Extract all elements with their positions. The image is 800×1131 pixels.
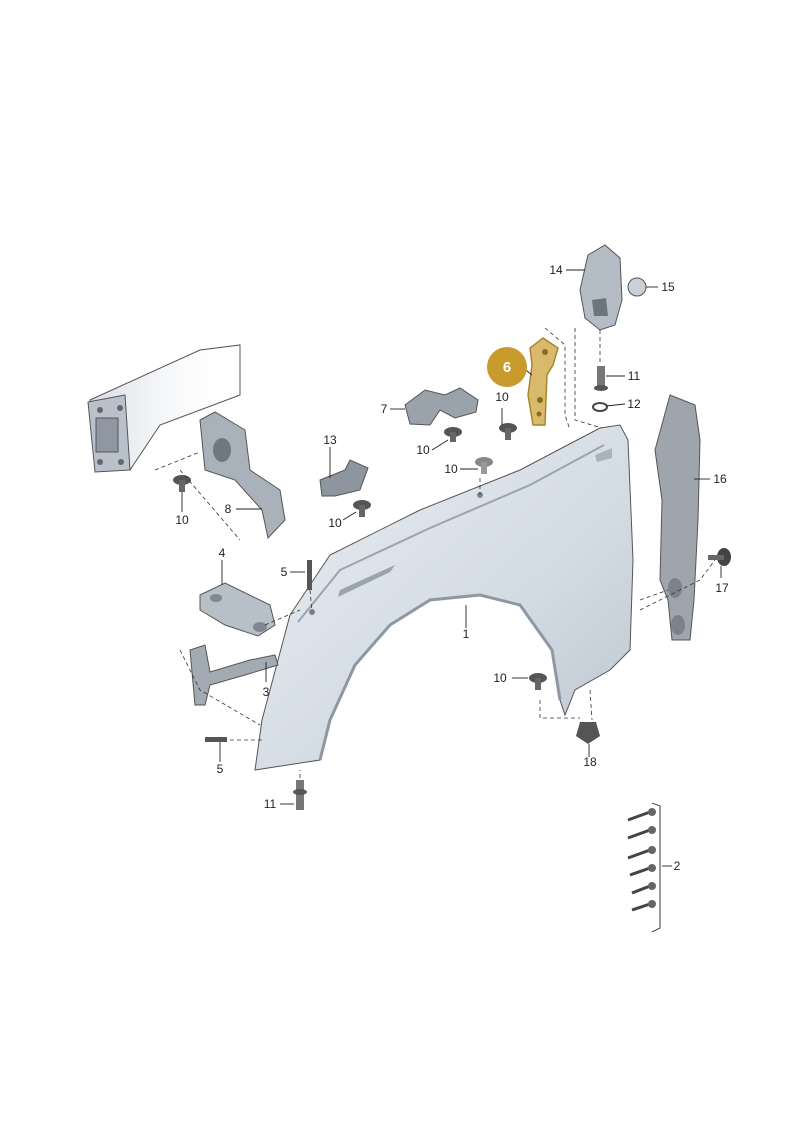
screw-10e bbox=[353, 500, 371, 517]
label-part-4: 4 bbox=[219, 546, 226, 560]
screw-10b bbox=[444, 427, 462, 442]
bolt-11b bbox=[293, 780, 307, 810]
cap-nut-part-15 bbox=[627, 277, 647, 297]
label-part-16: 16 bbox=[713, 472, 727, 486]
insulation-part-16 bbox=[654, 394, 701, 641]
label-part-7: 7 bbox=[381, 402, 388, 416]
label-part-14: 14 bbox=[549, 263, 563, 277]
bracket-part-13 bbox=[319, 459, 369, 497]
label-part-10-bracket6: 10 bbox=[495, 390, 509, 404]
bracket-part-8 bbox=[199, 411, 286, 540]
label-part-11-upper: 11 bbox=[628, 369, 641, 383]
fastener-set-part-2 bbox=[627, 808, 656, 912]
label-part-3: 3 bbox=[263, 685, 270, 699]
screw-10c bbox=[499, 423, 517, 440]
cap-part-14 bbox=[579, 244, 623, 331]
screw-10d bbox=[475, 457, 493, 474]
clip-17 bbox=[708, 548, 731, 566]
nut-18 bbox=[576, 722, 600, 744]
screws bbox=[173, 366, 731, 810]
label-part-17: 17 bbox=[715, 581, 729, 595]
fender-part-1 bbox=[254, 424, 634, 771]
label-part-18: 18 bbox=[583, 755, 597, 769]
label-part-10-bracket7: 10 bbox=[416, 443, 430, 457]
screw-5b bbox=[205, 737, 227, 742]
label-part-15: 15 bbox=[661, 280, 675, 294]
screw-10f bbox=[529, 673, 547, 690]
label-part-5-lower: 5 bbox=[217, 762, 224, 776]
highlight-badge-number: 6 bbox=[503, 359, 511, 376]
label-part-11-lower: 11 bbox=[264, 797, 277, 811]
label-part-8: 8 bbox=[225, 502, 232, 516]
label-part-5-upper: 5 bbox=[281, 565, 288, 579]
leader-lines bbox=[181, 269, 722, 933]
label-part-10-lower: 10 bbox=[493, 671, 507, 685]
label-part-12: 12 bbox=[627, 397, 641, 411]
highlighted-bracket-part-6 bbox=[527, 337, 559, 426]
label-part-13: 13 bbox=[323, 433, 337, 447]
bracket-part-3 bbox=[189, 644, 279, 706]
label-part-10-bracket13: 10 bbox=[328, 516, 342, 530]
label-part-10-left: 10 bbox=[175, 513, 189, 527]
label-part-10-fender-top: 10 bbox=[444, 462, 458, 476]
assembly-lines bbox=[154, 327, 716, 778]
washer-12 bbox=[592, 402, 608, 412]
front-rail bbox=[87, 344, 241, 473]
bolt-11a bbox=[594, 366, 608, 391]
label-part-2: 2 bbox=[674, 859, 681, 873]
screw-10a bbox=[173, 475, 191, 492]
screw-5a bbox=[307, 560, 312, 590]
highlight-badge-6[interactable]: 6 bbox=[487, 347, 527, 387]
plate-part-4 bbox=[199, 582, 276, 637]
bracket-part-7 bbox=[404, 387, 479, 426]
callout-labels: 1 2 3 4 5 5 7 8 10 10 10 10 10 10 11 11 … bbox=[175, 263, 729, 873]
label-part-1: 1 bbox=[463, 627, 470, 641]
